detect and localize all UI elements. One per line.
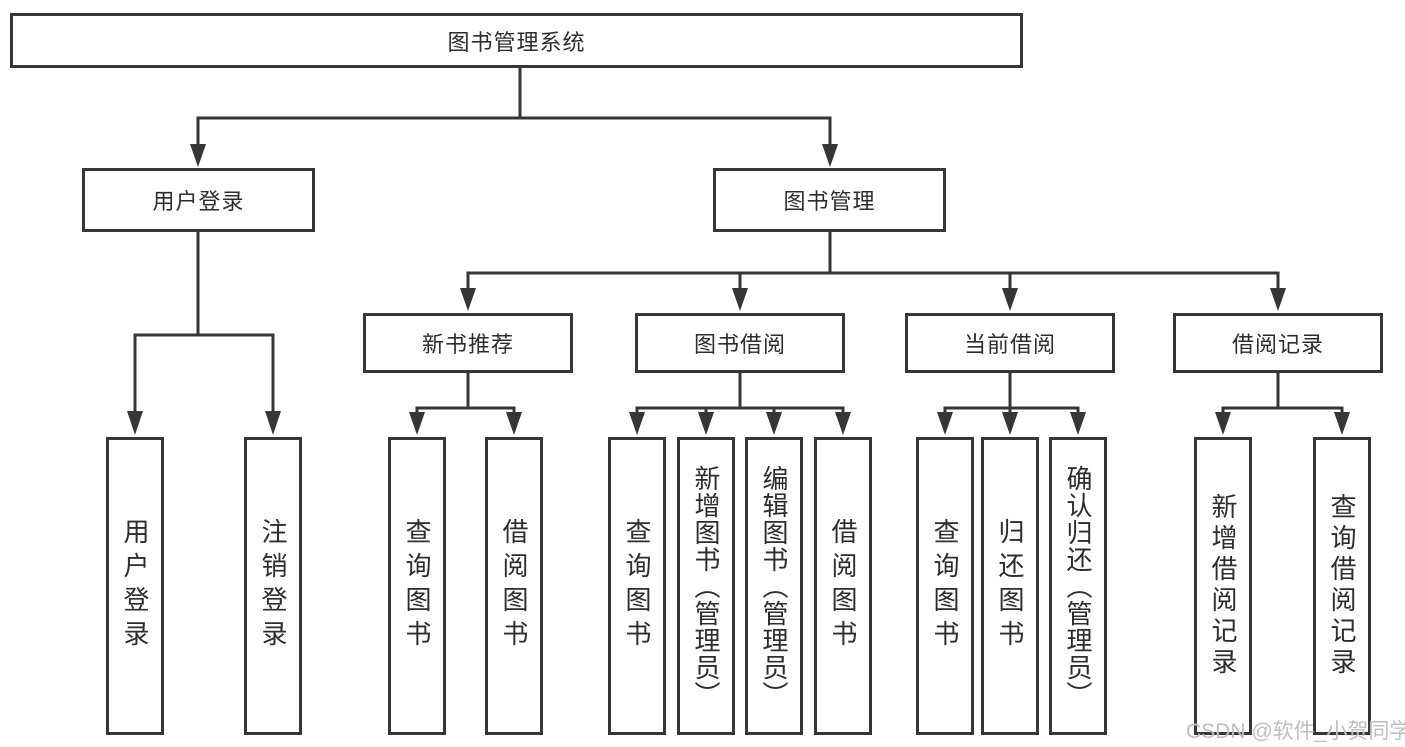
node-book-borrow: 图书借阅 — [635, 313, 845, 373]
node-user-login: 用户登录 — [82, 168, 315, 232]
node-bb-edit-book-admin: 编辑图书（管理员） — [745, 437, 803, 735]
node-borrow-record: 借阅记录 — [1173, 313, 1383, 373]
node-book-management: 图书管理 — [713, 168, 946, 232]
node-bb-borrow-book: 借阅图书 — [814, 437, 872, 735]
node-new-book-recommend: 新书推荐 — [363, 313, 573, 373]
node-current-borrow: 当前借阅 — [905, 313, 1115, 373]
node-leaf-logout: 注销登录 — [244, 437, 302, 735]
node-rec-query-book: 查询图书 — [388, 437, 446, 735]
node-br-query-record: 查询借阅记录 — [1313, 437, 1371, 735]
node-cb-confirm-return-admin: 确认归还（管理员） — [1049, 437, 1107, 735]
node-bb-query-book: 查询图书 — [608, 437, 666, 735]
node-br-add-record: 新增借阅记录 — [1194, 437, 1252, 735]
node-cb-return-book: 归还图书 — [981, 437, 1039, 735]
csdn-watermark: CSDN @软件_小贺同学 — [1186, 720, 1405, 743]
node-leaf-user-login: 用户登录 — [106, 437, 164, 735]
node-cb-query-book: 查询图书 — [916, 437, 974, 735]
node-bb-add-book-admin: 新增图书（管理员） — [677, 437, 735, 735]
node-root: 图书管理系统 — [10, 13, 1023, 68]
node-rec-borrow-book: 借阅图书 — [485, 437, 543, 735]
